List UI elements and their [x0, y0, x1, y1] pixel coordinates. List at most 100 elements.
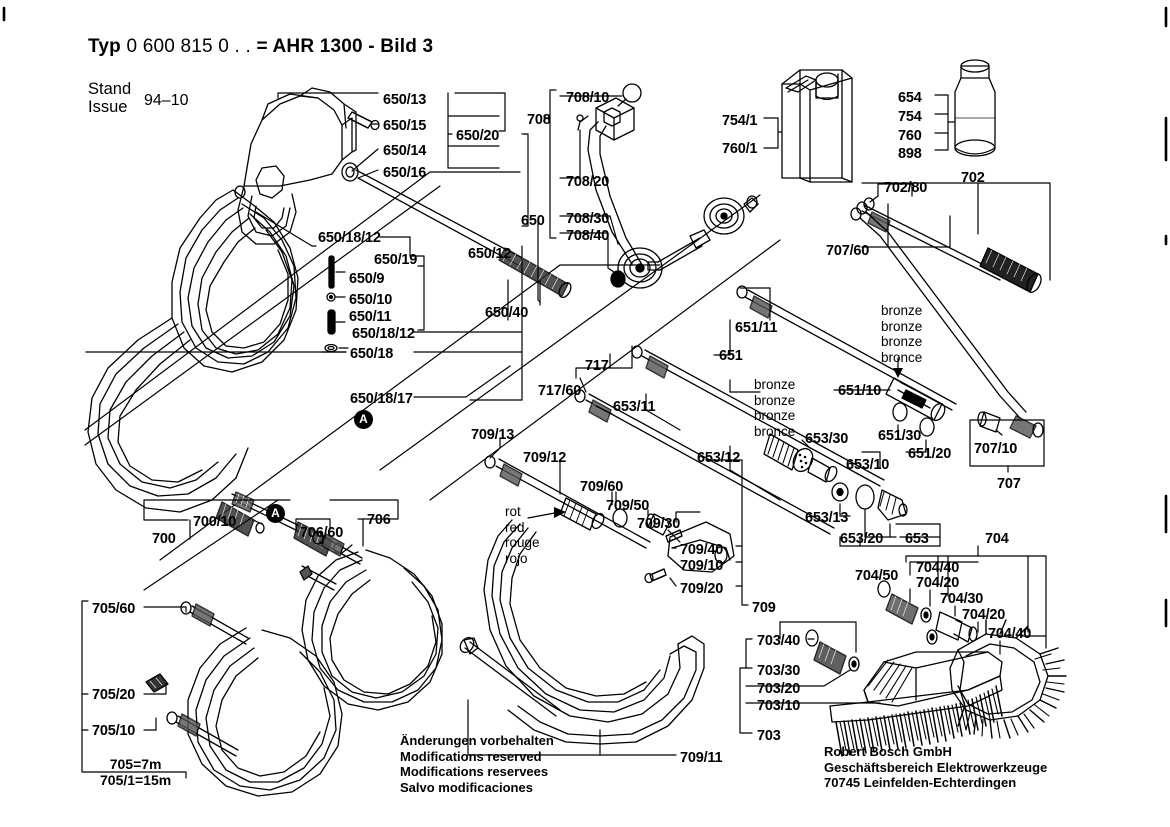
- part-number-754-1: 754/1: [722, 113, 758, 129]
- part-number-709-11: 709/11: [680, 750, 723, 766]
- part-number-653-10: 653/10: [846, 457, 890, 473]
- part-number-709-50: 709/50: [606, 498, 650, 514]
- canister: [781, 69, 853, 183]
- part-number-760: 760: [898, 128, 922, 144]
- leaders-bottle: [934, 94, 955, 151]
- part-number-705-10: 705/10: [92, 723, 136, 739]
- note-bronze-left-line3: bronze: [754, 408, 796, 423]
- disclaimer-block: Änderungen vorbehalten Modifications res…: [400, 733, 554, 795]
- part-number-709-40: 709/40: [680, 542, 724, 558]
- part-number-651: 651: [719, 348, 743, 364]
- lance-702: [856, 197, 1042, 293]
- part-number-704-50: 704/50: [855, 568, 899, 584]
- part-number-707-10: 707/10: [974, 441, 1018, 457]
- address-line-3: 70745 Leinfelden-Echterdingen: [824, 775, 1017, 790]
- part-number-709: 709: [752, 600, 776, 616]
- hose-length-705-1: 705/1=15m: [100, 772, 172, 788]
- note-bronze-left-line4: bronce: [754, 423, 796, 439]
- part-number-703: 703: [757, 728, 781, 744]
- note-bronze-left-line2: bronze: [754, 392, 796, 408]
- part-number-703-30: 703/30: [757, 663, 801, 679]
- part-number-709-13: 709/13: [471, 427, 515, 443]
- coiled-hose-650-18: [87, 189, 343, 557]
- note-bronze-right-line4: bronce: [881, 349, 923, 365]
- part-number-650-10: 650/10: [349, 292, 393, 308]
- part-number-705-60: 705/60: [92, 601, 136, 617]
- part-number-709-20: 709/20: [680, 581, 724, 597]
- note-rot-de: rot: [505, 504, 521, 519]
- note-rot-red: rot red rouge rojo: [505, 504, 540, 566]
- note-rot-en: red: [505, 519, 525, 535]
- part-number-650-11: 650/11: [349, 309, 392, 325]
- hoses-700-705-706: [145, 501, 443, 797]
- hose-length-705: 705=7m: [109, 756, 162, 772]
- address-line-2: Geschäftsbereich Elektrowerkzeuge: [824, 759, 1048, 775]
- part-number-709-12: 709/12: [523, 450, 567, 466]
- callout-a-lower: A: [266, 504, 285, 523]
- leaders-754-760: [763, 117, 783, 149]
- title-model: AHR 1300 - Bild 3: [272, 36, 434, 57]
- part-number-651-20: 651/20: [908, 446, 952, 462]
- note-rot-es: rojo: [505, 550, 528, 566]
- note-bronze-right-line3: bronze: [881, 334, 923, 349]
- part-number-700: 700: [152, 531, 176, 547]
- part-number-704-20: 704/20: [916, 575, 960, 591]
- note-rot-fr: rouge: [505, 535, 540, 550]
- part-number-650-9: 650/9: [349, 271, 385, 287]
- part-number-651-10: 651/10: [838, 383, 882, 399]
- part-number-650-13: 650/13: [383, 92, 427, 108]
- part-number-653-30: 653/30: [805, 431, 849, 447]
- part-number-650-40: 650/40: [485, 305, 529, 321]
- part-number-703-40: 703/40: [757, 633, 801, 649]
- part-number-702: 702: [961, 170, 985, 186]
- title-number: 0 600 815 0 . .: [126, 36, 251, 57]
- callout-a-upper: A: [354, 410, 373, 429]
- nipple-707-10: [977, 411, 1001, 433]
- page-title: Typ 0 600 815 0 . . = AHR 1300 - Bild 3: [88, 36, 433, 58]
- part-number-650-18-12: 650/18/12: [352, 326, 415, 342]
- leaders-702: [861, 182, 1051, 281]
- part-number-704-20: 704/20: [962, 607, 1006, 623]
- part-number-709-10: 709/10: [680, 558, 724, 574]
- part-number-653-12: 653/12: [697, 450, 741, 466]
- brush-703: [805, 629, 1003, 757]
- issue-label-en: Issue: [88, 98, 128, 116]
- part-number-709-60: 709/60: [580, 479, 624, 495]
- part-number-760-1: 760/1: [722, 141, 758, 157]
- part-number-708-40: 708/40: [566, 228, 610, 244]
- note-bronze-left: bronze bronze bronze bronce: [754, 377, 795, 439]
- part-number-654: 654: [898, 90, 922, 106]
- issue-value: 94–10: [144, 92, 189, 109]
- disclaimer-en: Modifications reserved: [400, 748, 542, 764]
- part-number-706: 706: [367, 512, 391, 528]
- part-number-653: 653: [905, 531, 929, 547]
- part-number-650-18-17: 650/18/17: [350, 391, 413, 407]
- part-number-717-60: 717/60: [538, 383, 582, 399]
- assembly-709: [459, 455, 735, 745]
- part-number-650-18: 650/18: [350, 346, 394, 362]
- part-number-704-40: 704/40: [988, 626, 1032, 642]
- part-number-717: 717: [585, 358, 609, 374]
- bent-lance-707: [850, 207, 1044, 439]
- leaders-650-upper: [277, 92, 529, 227]
- part-number-650-20: 650/20: [456, 128, 500, 144]
- disclaimer-fr: Modifications reservees: [400, 764, 549, 779]
- hose-length-note: 705=7m 705/1=15m: [100, 756, 171, 788]
- part-number-709-30: 709/30: [637, 516, 681, 532]
- title-equals: =: [256, 36, 268, 57]
- part-number-706-60: 706/60: [300, 525, 344, 541]
- part-number-653-13: 653/13: [805, 510, 849, 526]
- issue-label-de: Stand: [88, 80, 132, 98]
- part-number-708-30: 708/30: [566, 211, 610, 227]
- part-number-650-16: 650/16: [383, 165, 427, 181]
- part-number-702-80: 702/80: [884, 180, 928, 196]
- title-prefix: Typ: [88, 36, 121, 57]
- disclaimer-de: Änderungen vorbehalten: [400, 733, 554, 748]
- part-number-708-20: 708/20: [566, 174, 610, 190]
- part-number-650: 650: [521, 213, 545, 229]
- part-number-651-30: 651/30: [878, 428, 922, 444]
- part-number-708: 708: [527, 112, 551, 128]
- part-number-705-20: 705/20: [92, 687, 136, 703]
- part-number-651-11: 651/11: [735, 320, 778, 336]
- address-line-1: Robert Bosch GmbH: [824, 744, 952, 759]
